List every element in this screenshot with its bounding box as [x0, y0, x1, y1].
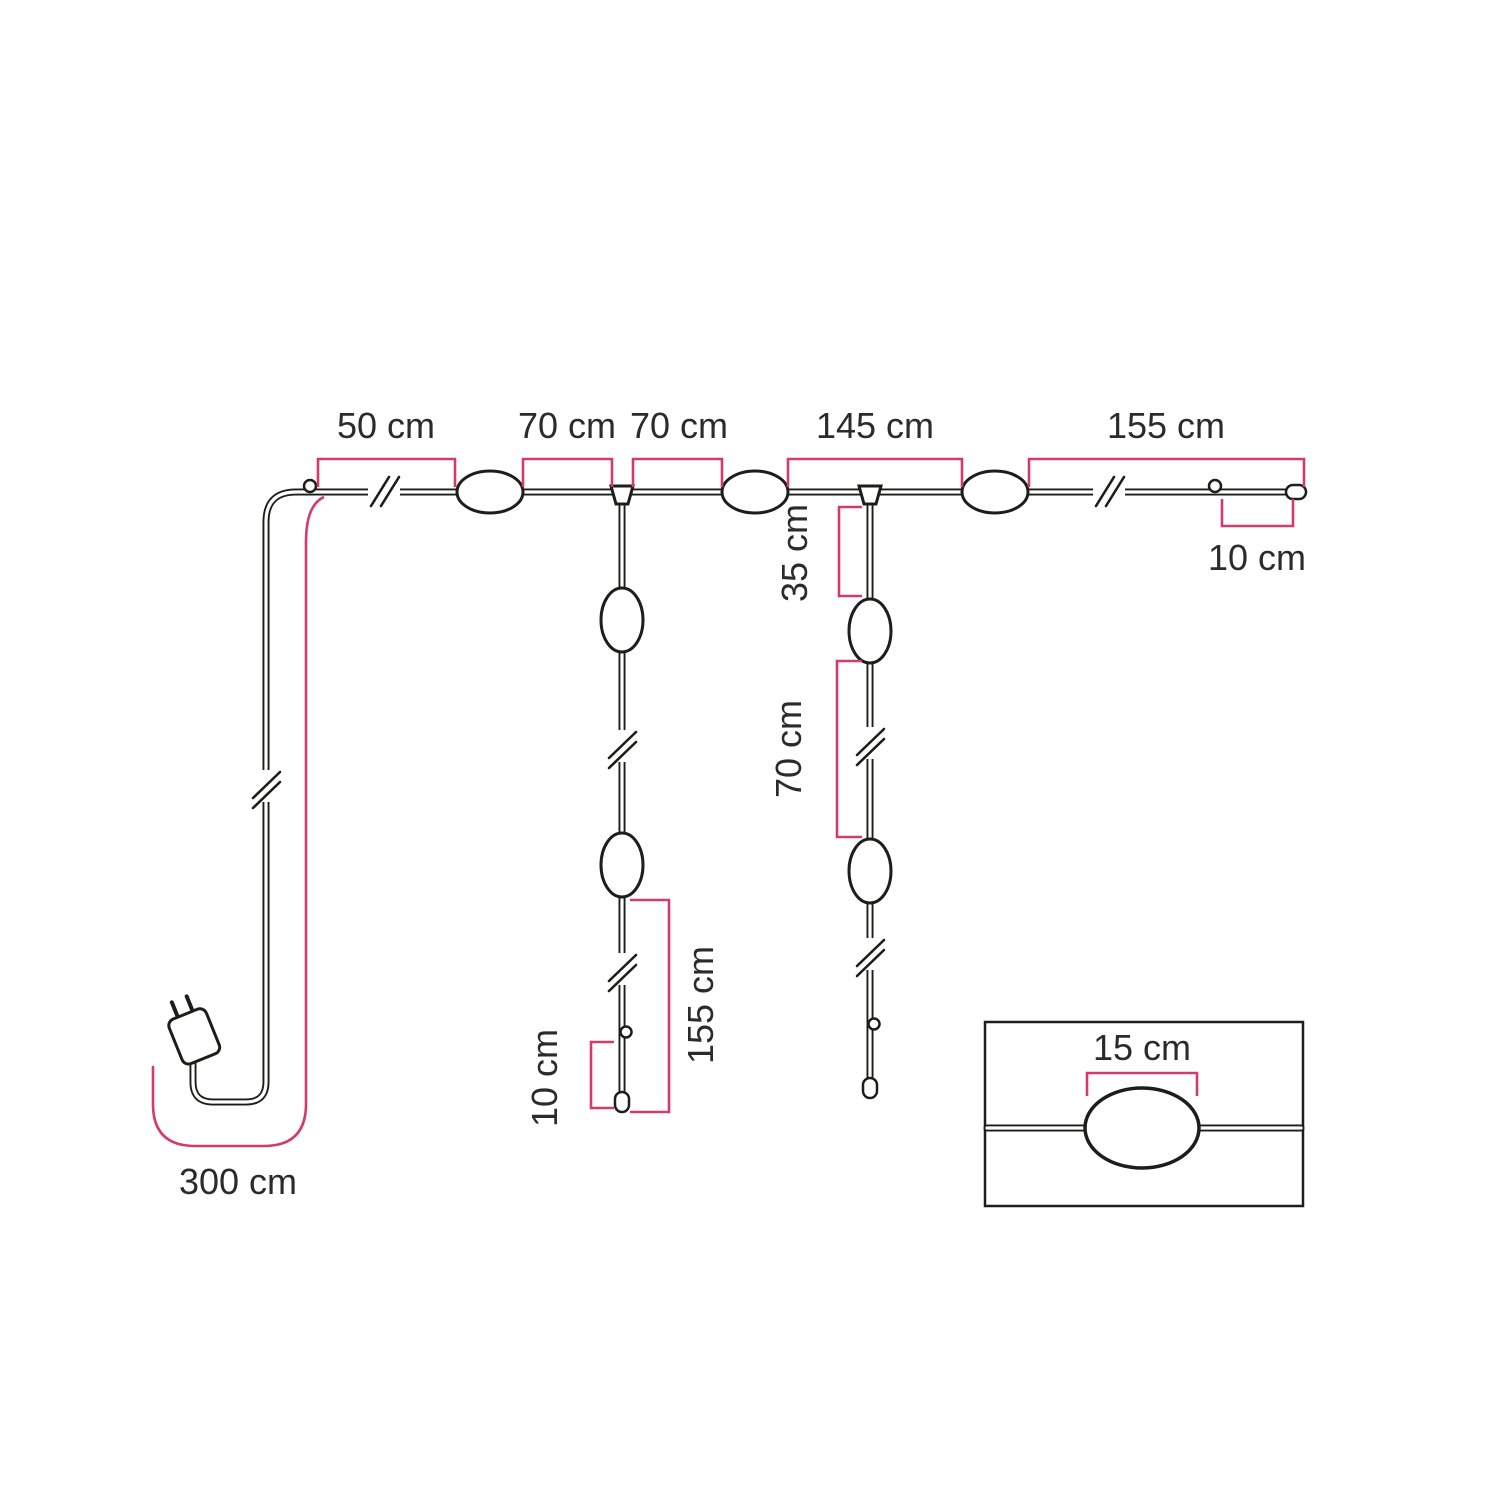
- dimension-label-drop2-35: 35 cm: [774, 504, 815, 602]
- dimension-label-drop1-155: 155 cm: [680, 946, 721, 1064]
- lamp-oval-top-2: [720, 469, 790, 515]
- main-cable: [189, 488, 1296, 1106]
- screw-eye-icon-top-left: [302, 478, 318, 494]
- dimension-bracket-drop2-70: [835, 659, 862, 839]
- dimension-label-feed-300: 300 cm: [179, 1161, 297, 1202]
- lamp-oval-drop1-2: [599, 831, 645, 899]
- dimension-bracket-detail-15: [1085, 1071, 1199, 1096]
- lamp-oval-drop2-1: [847, 597, 893, 665]
- dimension-bracket-drop2-35: [837, 505, 862, 598]
- cable-break-icon-drop1-upper: [607, 730, 638, 770]
- dimension-path-feed-300: [151, 495, 325, 1148]
- screw-eye-icon-drop2: [867, 1017, 881, 1031]
- cable-end-cap-drop2: [861, 1076, 879, 1100]
- lamp-oval-drop2-2: [847, 837, 893, 905]
- cable-break-icon-drop2-lower: [855, 938, 886, 978]
- dimension-label-detail-15: 15 cm: [1093, 1027, 1191, 1068]
- detail-inset-frame: [983, 1020, 1305, 1208]
- cable-end-cap-drop1: [613, 1090, 631, 1114]
- tee-connector-2: [857, 484, 883, 506]
- screw-eye-icon-drop1: [619, 1025, 633, 1039]
- dimension-label-top-70a: 70 cm: [518, 405, 616, 446]
- lamp-oval-drop1-1: [599, 586, 645, 654]
- lamp-oval-top-3: [960, 469, 1030, 515]
- dimension-label-top-end-10: 10 cm: [1208, 537, 1306, 578]
- screw-eye-icon-top-right: [1207, 478, 1223, 494]
- dimension-bracket-top-155: [1027, 457, 1306, 487]
- dimension-bracket-top-145: [786, 457, 964, 487]
- tee-connector-1: [609, 484, 635, 506]
- power-plug-icon: [167, 994, 222, 1066]
- dimension-label-drop1-10: 10 cm: [524, 1029, 565, 1127]
- cable-end-cap-top: [1284, 483, 1308, 501]
- cable-break-icon-feed: [251, 770, 282, 810]
- detail-lamp-oval: [1083, 1086, 1201, 1170]
- dimension-label-top-155: 155 cm: [1107, 405, 1225, 446]
- dimension-label-top-145: 145 cm: [816, 405, 934, 446]
- dimension-bracket-top-50: [316, 457, 457, 487]
- dimension-bracket-drop1-155: [630, 898, 671, 1114]
- cable-break-icon-drop1-lower: [607, 953, 638, 993]
- lamp-oval-top-1: [455, 469, 525, 515]
- dimension-bracket-top-end-10: [1220, 499, 1295, 528]
- dimension-label-drop2-70: 70 cm: [768, 700, 809, 798]
- detail-inset: 15 cm: [983, 1020, 1305, 1208]
- dimension-bracket-top-70a: [521, 457, 614, 487]
- cable-break-icon-drop2-upper: [855, 727, 886, 767]
- dimension-bracket-drop1-10: [589, 1040, 614, 1110]
- dimension-label-top-70b: 70 cm: [630, 405, 728, 446]
- dimension-label-top-50: 50 cm: [337, 405, 435, 446]
- dimension-bracket-top-70b: [631, 457, 724, 487]
- cable-break-icon-top-right: [1093, 475, 1126, 508]
- cable-break-icon-top-left: [368, 475, 401, 508]
